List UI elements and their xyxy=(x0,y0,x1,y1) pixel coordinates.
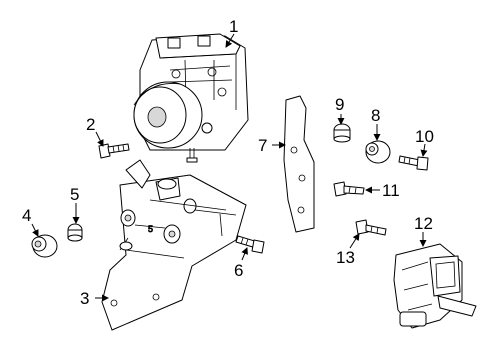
callout-1: 1 xyxy=(229,17,238,36)
callout-13: 13 xyxy=(336,248,355,267)
callout-12: 12 xyxy=(414,214,433,233)
sensor-part-12 xyxy=(393,243,477,329)
bolt-part-2 xyxy=(98,143,130,159)
callout-4: 4 xyxy=(22,206,31,225)
bolt-part-6 xyxy=(235,235,265,254)
abs-actuator-part xyxy=(133,33,249,163)
plate-bracket-part-7 xyxy=(283,95,315,233)
callout-2: 2 xyxy=(86,115,95,134)
callout-8: 8 xyxy=(371,106,380,125)
bolt-part-11 xyxy=(333,181,365,197)
bracket-part: 5 xyxy=(101,159,247,331)
callout-5: 5 xyxy=(70,185,79,204)
collar-part-5 xyxy=(67,223,83,242)
bolt-part-13 xyxy=(355,219,387,236)
callout-11: 11 xyxy=(382,181,400,200)
callout-10: 10 xyxy=(415,127,434,146)
leader-lines xyxy=(31,33,428,302)
bolt-part-10 xyxy=(398,155,429,171)
grommet-part-4 xyxy=(31,234,58,258)
svg-text:5: 5 xyxy=(148,224,153,234)
callout-labels: 1 2 3 4 5 6 7 8 9 10 11 12 13 xyxy=(22,17,434,308)
callout-7: 7 xyxy=(258,136,267,155)
callout-6: 6 xyxy=(234,261,243,280)
grommet-part-8 xyxy=(365,140,391,164)
callout-3: 3 xyxy=(80,289,89,308)
collar-part-9 xyxy=(333,123,351,143)
callout-9: 9 xyxy=(335,95,344,114)
